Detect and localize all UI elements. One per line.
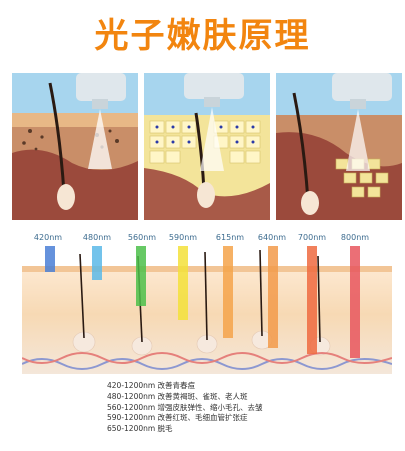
light-bar-615nm (223, 246, 233, 338)
penetration-diagram (22, 246, 392, 374)
panel-pigment (12, 73, 138, 220)
page-title: 光子嫩肤原理 (94, 16, 311, 56)
wavelength-label: 420nm (33, 233, 63, 242)
light-bar-700nm (307, 246, 317, 354)
light-bar-590nm (178, 246, 188, 320)
legend-item: 560-1200nm 增强皮肤弹性、缩小毛孔、去皱 (107, 402, 263, 412)
wavelength-label: 615nm (215, 233, 245, 242)
light-bar-560nm (136, 246, 146, 306)
wavelength-label: 700nm (297, 233, 327, 242)
legend-item: 420-1200nm 改善青春痘 (107, 381, 196, 390)
light-bar-480nm (92, 246, 102, 280)
legend-item: 480-1200nm 改善黄褐斑、雀斑、老人斑 (107, 391, 248, 401)
panel-rejuvenation (276, 73, 402, 220)
wavelength-label: 590nm (168, 233, 198, 242)
wavelength-label: 480nm (82, 233, 112, 242)
wavelength-label: 800nm (340, 233, 370, 242)
light-bar-800nm (350, 246, 360, 358)
legend-item: 650-1200nm 脱毛 (107, 424, 173, 434)
legend-item: 590-1200nm 改善红斑、毛细血管扩张症 (107, 413, 248, 423)
light-bar-640nm (268, 246, 278, 348)
panel-collagen (144, 73, 270, 220)
indication-legend: 420-1200nm 改善青春痘 480-1200nm 改善黄褐斑、雀斑、老人斑… (107, 381, 397, 435)
wavelength-labels: 420nm 480nm 560nm 590nm 615nm 640nm 700n… (0, 233, 405, 247)
wavelength-label: 640nm (257, 233, 287, 242)
wavelength-label: 560nm (127, 233, 157, 242)
light-bar-420nm (45, 246, 55, 272)
